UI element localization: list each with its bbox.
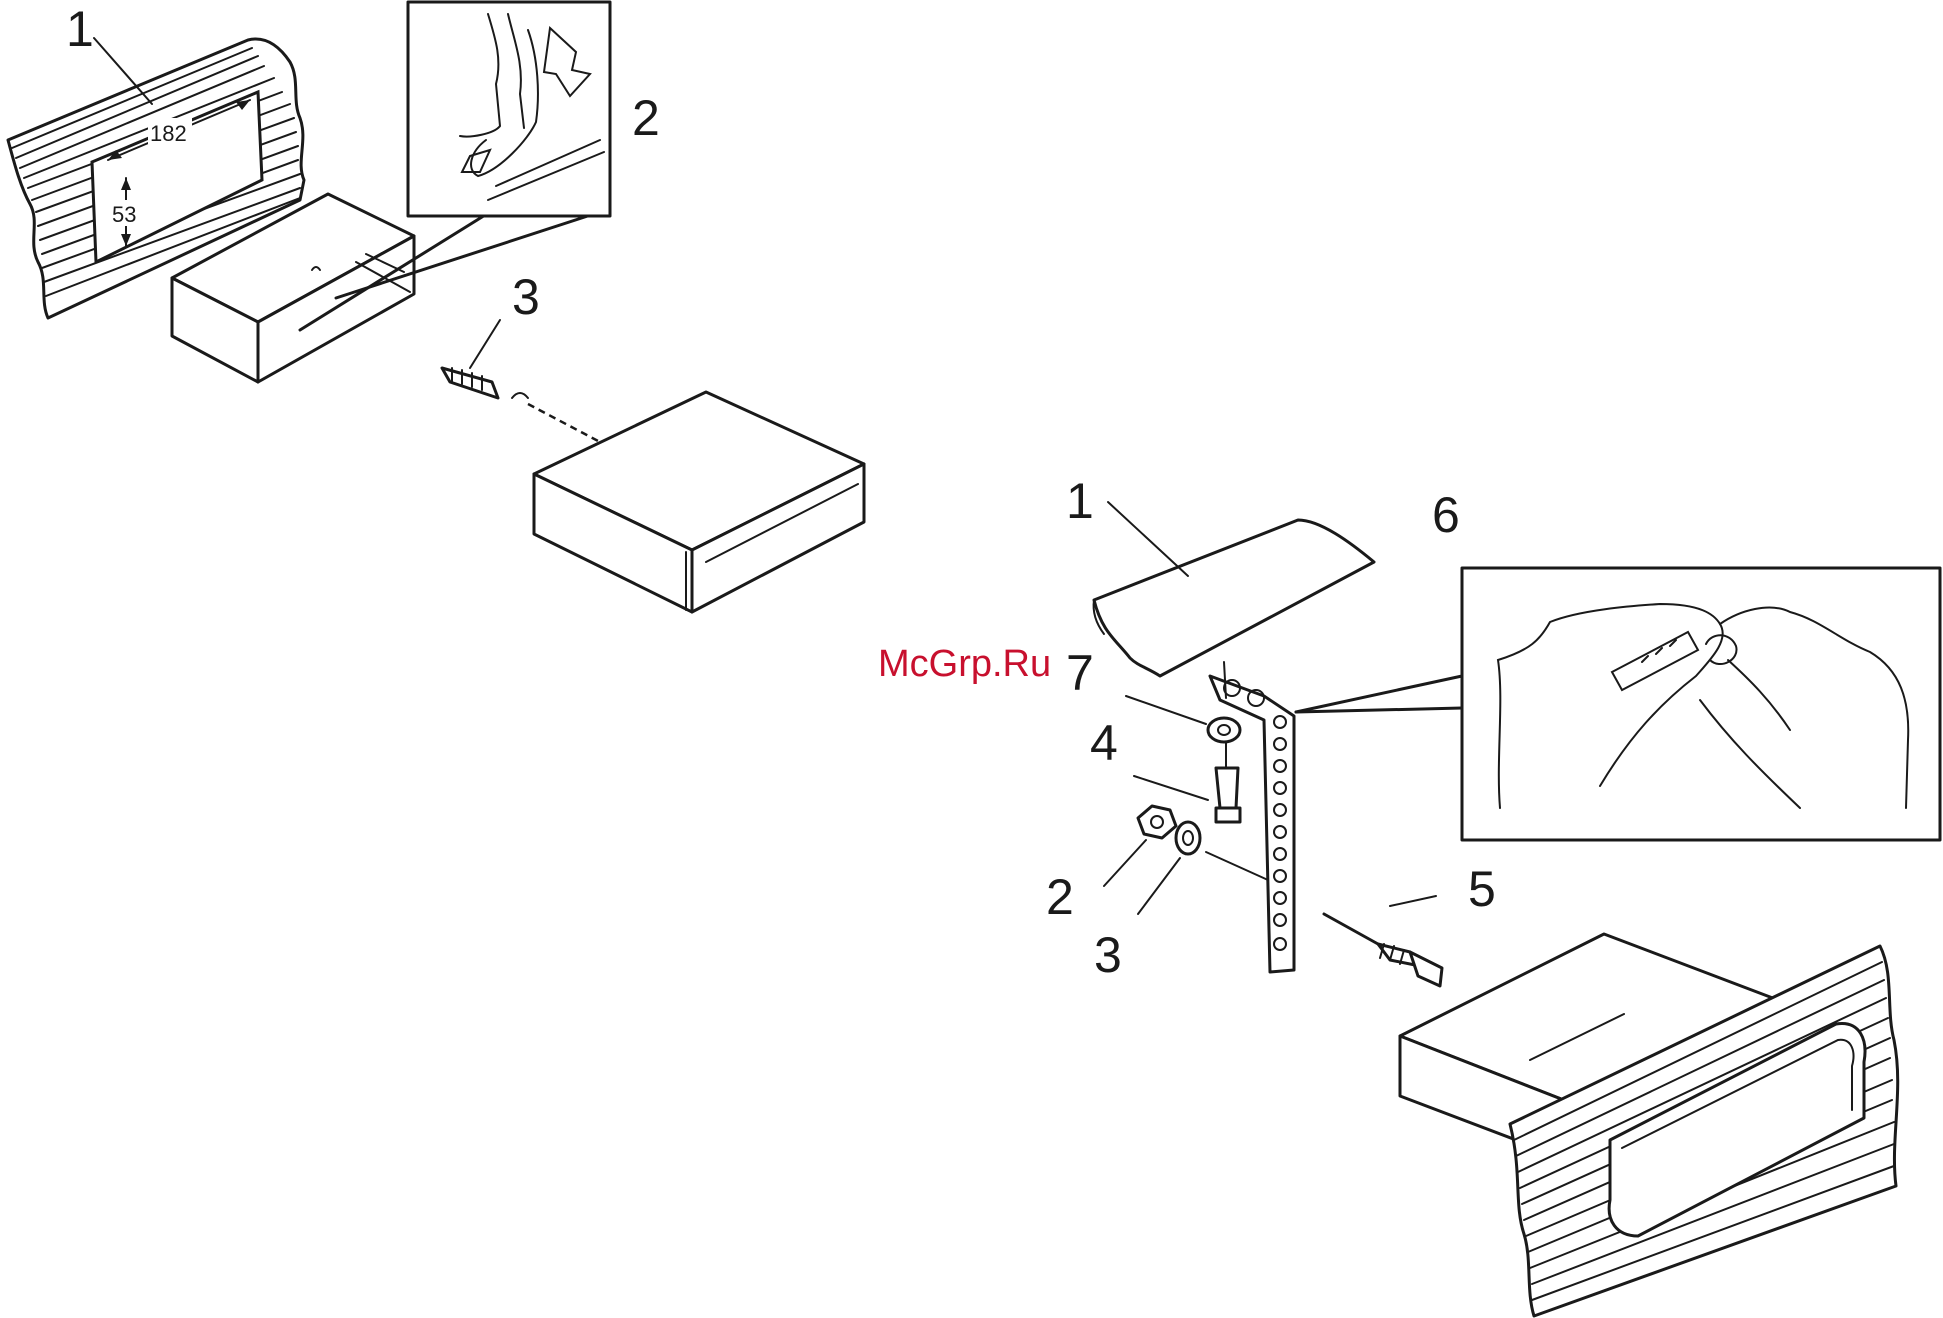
- dashboard-shelf-b: [1094, 520, 1374, 676]
- watermark-text: McGrp.Ru: [878, 643, 1051, 685]
- washer-bottom: [1176, 822, 1200, 854]
- label-b-1: 1: [1066, 473, 1094, 529]
- screw-a: [442, 368, 600, 442]
- nut: [1138, 806, 1176, 838]
- screw-b: [1324, 914, 1442, 986]
- label-a-1: 1: [66, 1, 94, 57]
- inset-box-b: [1296, 568, 1940, 840]
- label-b-4: 4: [1090, 715, 1118, 771]
- label-b-5: 5: [1468, 861, 1496, 917]
- label-b-2: 2: [1046, 869, 1074, 925]
- figure-a: 182 53: [8, 1, 864, 612]
- dashboard-radio-b: [1400, 934, 1898, 1316]
- dimension-height: 53: [112, 202, 136, 227]
- dimension-width: 182: [150, 121, 187, 146]
- label-a-2: 2: [632, 90, 660, 146]
- label-b-3: 3: [1094, 927, 1122, 983]
- label-b-7: 7: [1066, 645, 1094, 701]
- label-a-3: 3: [512, 269, 540, 325]
- washer-top: [1208, 718, 1240, 742]
- radio-unit-a: [534, 392, 864, 612]
- bolt: [1216, 742, 1240, 822]
- inset-box-a: [408, 2, 610, 216]
- figure-b: 1 6 7 4 2 3 5: [1046, 473, 1940, 1316]
- label-b-6: 6: [1432, 487, 1460, 543]
